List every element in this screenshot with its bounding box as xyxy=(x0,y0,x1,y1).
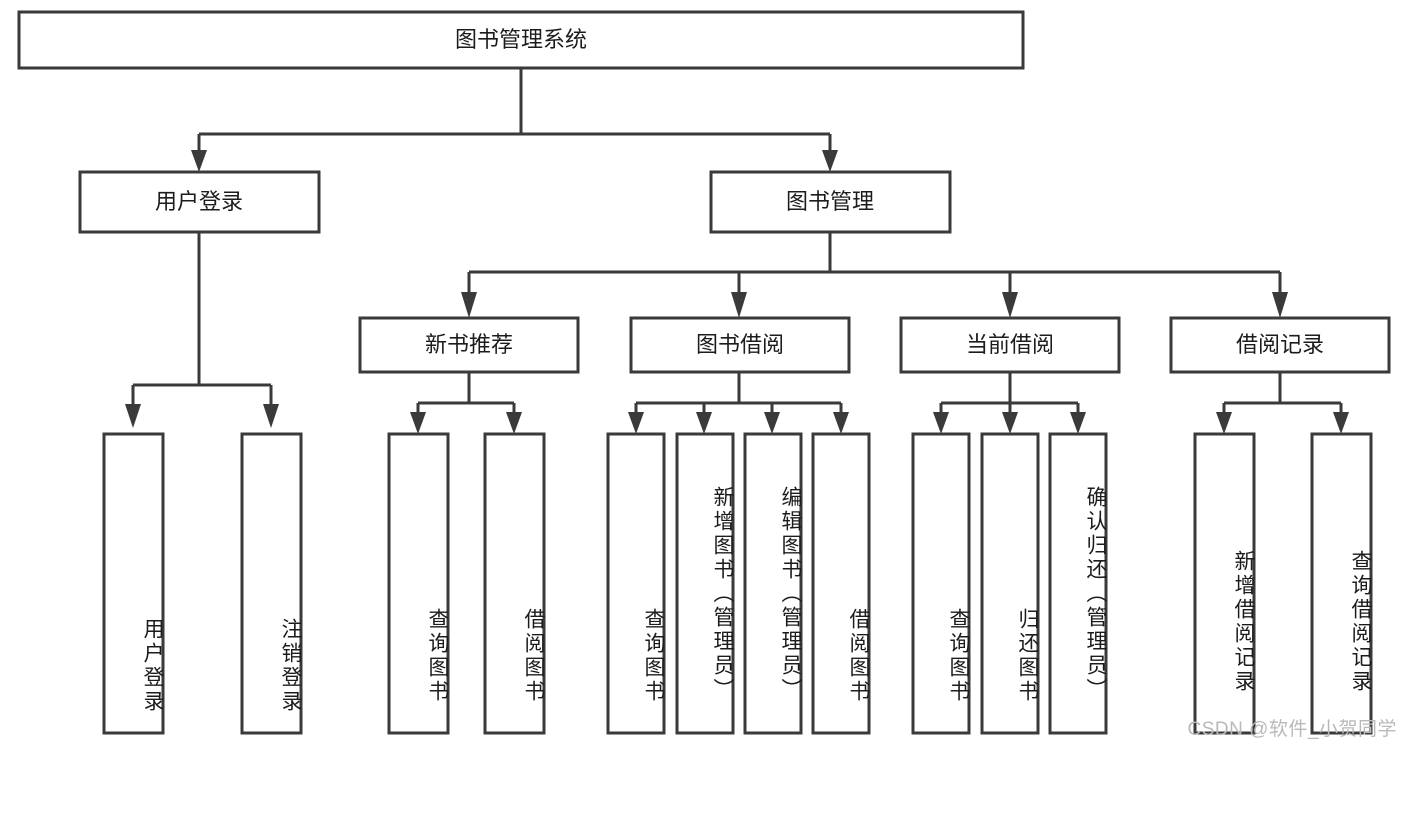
leaf-box-book-borrow-2[interactable] xyxy=(743,432,803,735)
leaf-box-borrow-record-0[interactable] xyxy=(1193,432,1256,735)
node-book-borrow-box[interactable] xyxy=(629,316,851,374)
node-user-login-label: 用户登录 xyxy=(155,189,243,214)
leaf-box-borrow-record-1[interactable] xyxy=(1310,432,1373,735)
node-root-label: 图书管理系统 xyxy=(455,27,587,52)
connector-newbook-to-leaves xyxy=(410,372,522,434)
diagram-canvas: 图书管理系统 用户登录 图书管理 新书推荐 图书借阅 当前借阅 借阅记录 xyxy=(17,10,1391,735)
connector-root-to-level2 xyxy=(191,68,838,172)
hierarchy-diagram: 图书管理系统 用户登录 图书管理 新书推荐 图书借阅 当前借阅 借阅记录 xyxy=(17,10,1397,740)
connector-bookmgmt-to-level3 xyxy=(461,232,1288,318)
leaf-box-new-book-0[interactable] xyxy=(387,432,450,735)
leaf-box-book-borrow-3[interactable] xyxy=(811,432,871,735)
leaf-box-user-login-1[interactable] xyxy=(240,432,303,735)
node-new-book-recommend-box[interactable] xyxy=(358,316,580,374)
node-book-management-label: 图书管理 xyxy=(786,189,874,214)
leaf-box-user-login-0[interactable] xyxy=(102,432,165,735)
node-current-borrow-box[interactable] xyxy=(899,316,1121,374)
leaf-box-book-borrow-0[interactable] xyxy=(606,432,666,735)
node-current-borrow-label: 当前借阅 xyxy=(966,332,1054,357)
node-book-borrow-label: 图书借阅 xyxy=(696,332,784,357)
leaf-box-current-borrow-2[interactable] xyxy=(1048,432,1108,735)
connector-bookborrow-to-leaves xyxy=(628,372,849,434)
connector-currentborrow-to-leaves xyxy=(933,372,1086,434)
leaf-box-book-borrow-1[interactable] xyxy=(675,432,735,735)
leaf-box-current-borrow-1[interactable] xyxy=(980,432,1040,735)
connector-borrowrecord-to-leaves xyxy=(1216,372,1349,434)
leaf-box-new-book-1[interactable] xyxy=(483,432,546,735)
node-borrow-record-box[interactable] xyxy=(1169,316,1391,374)
node-book-management-box[interactable] xyxy=(709,170,952,234)
node-borrow-record-label: 借阅记录 xyxy=(1236,332,1324,357)
node-user-login-box[interactable] xyxy=(78,170,321,234)
leaf-box-current-borrow-0[interactable] xyxy=(911,432,971,735)
connector-userlogin-to-leaves xyxy=(125,232,279,428)
csdn-watermark: CSDN @软件_小贺同学 xyxy=(1187,719,1397,740)
node-new-book-recommend-label: 新书推荐 xyxy=(425,332,513,357)
node-root-box[interactable] xyxy=(17,10,1025,70)
